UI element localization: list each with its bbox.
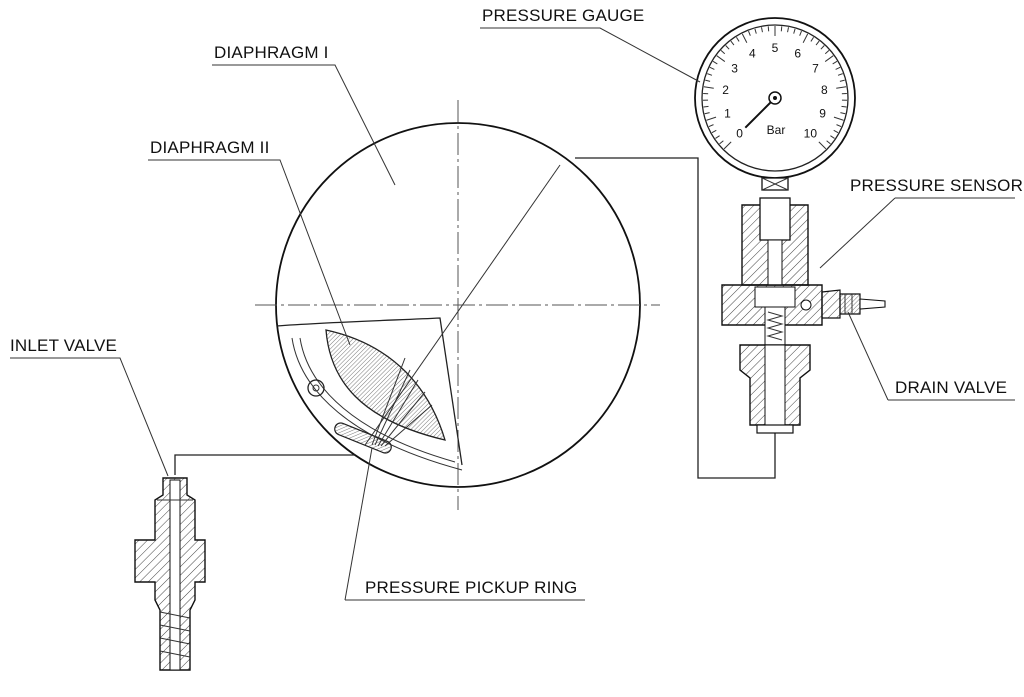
gauge-tick xyxy=(799,30,802,36)
gauge-scale-number: 5 xyxy=(772,41,779,55)
gauge-tick xyxy=(836,86,847,89)
gauge-tick xyxy=(820,45,825,50)
gauge-tick xyxy=(716,55,726,62)
gauge-tick xyxy=(708,124,714,128)
gauge-tick xyxy=(748,30,751,36)
gauge-tick xyxy=(836,124,842,128)
gauge-tick xyxy=(830,135,835,139)
gauge-scale-number: 3 xyxy=(731,62,738,76)
gauge-tick xyxy=(826,140,831,145)
gauge-tick xyxy=(835,66,841,70)
gauge-tick xyxy=(793,28,796,34)
gauge-tick xyxy=(810,36,815,42)
gauge-tick xyxy=(802,33,809,43)
gauge-tick xyxy=(705,79,711,82)
gauge-unit: Bar xyxy=(767,123,786,137)
pressure-sensor-body xyxy=(721,197,886,434)
label-inlet-valve: INLET VALVE xyxy=(10,336,117,355)
leader-lines xyxy=(10,27,1015,601)
gauge-tick xyxy=(824,50,830,55)
inlet-valve xyxy=(134,477,206,671)
gauge-tick xyxy=(741,33,748,43)
gauge-tick xyxy=(723,141,732,150)
pressure-gauge: 01 234 5 678 910 Bar xyxy=(694,17,856,191)
gauge-tick xyxy=(833,116,844,121)
label-diaphragm-1: DIAPHRAGM I xyxy=(214,43,329,62)
gauge-tick xyxy=(725,45,730,50)
gauge-tick xyxy=(711,129,717,134)
gauge-tick xyxy=(787,27,789,33)
gauge-scale-number: 8 xyxy=(821,83,828,97)
gauge-tick xyxy=(833,129,839,134)
gauge-tick xyxy=(703,86,714,89)
gauge-tick xyxy=(704,112,710,115)
gauge-tick xyxy=(824,55,834,62)
gauge-tick xyxy=(720,50,726,55)
gauge-tick xyxy=(703,105,709,108)
gauge-scale-number: 4 xyxy=(749,46,756,60)
gauge-tick xyxy=(754,28,757,34)
label-drain-valve: DRAIN VALVE xyxy=(895,378,1007,397)
gauge-tick xyxy=(837,73,843,76)
gauge-tick xyxy=(761,27,763,33)
diaphragm-vessel xyxy=(255,100,660,510)
gauge-tick xyxy=(719,140,724,145)
piping xyxy=(174,157,776,479)
gauge-tick xyxy=(840,112,846,115)
gauge-scale-number: 7 xyxy=(812,62,819,76)
gauge-scale-number: 1 xyxy=(724,106,731,120)
gauge-tick xyxy=(715,135,720,139)
gauge-tick xyxy=(707,73,713,76)
gauge-tick xyxy=(706,116,717,121)
gauge-tick xyxy=(832,60,838,65)
gauge-tick xyxy=(709,66,715,70)
gauge-tick xyxy=(839,79,845,82)
gauge-tick xyxy=(841,105,847,108)
gauge-tick xyxy=(730,40,735,46)
gauge-scale-number: 6 xyxy=(794,46,801,60)
gauge-needle xyxy=(744,97,776,129)
gauge-scale-number: 9 xyxy=(819,106,826,120)
gauge-scale-number: 2 xyxy=(722,83,729,97)
label-pressure-gauge: PRESSURE GAUGE xyxy=(482,6,644,25)
label-pressure-sensor: PRESSURE SENSOR xyxy=(850,176,1023,195)
port-fitting xyxy=(307,379,325,397)
gauge-tick xyxy=(712,60,718,65)
pickup-ring-slot xyxy=(334,422,392,454)
label-diaphragm-2: DIAPHRAGM II xyxy=(150,138,270,157)
gauge-tick xyxy=(818,141,827,150)
label-pressure-pickup-ring: PRESSURE PICKUP RING xyxy=(365,578,577,597)
gauge-scale-number: 0 xyxy=(736,126,743,140)
gauge-scale-number: 10 xyxy=(804,126,818,140)
diaphragm-2-membrane xyxy=(325,329,446,441)
gauge-tick xyxy=(815,40,820,46)
gauge-tick xyxy=(735,36,740,42)
